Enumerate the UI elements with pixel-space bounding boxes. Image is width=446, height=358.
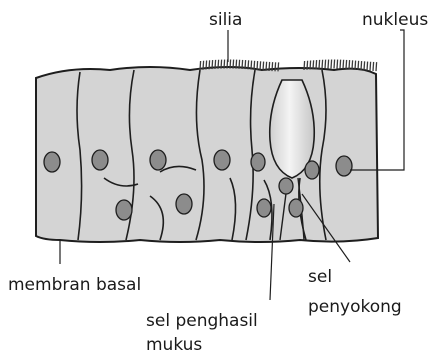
cilium: [215, 60, 216, 69]
cilium: [200, 61, 201, 70]
cilium: [313, 60, 314, 69]
nucleus: [214, 150, 230, 170]
cilium: [218, 60, 219, 69]
cilium: [230, 60, 231, 69]
cilium: [263, 62, 264, 71]
nucleus: [257, 199, 271, 217]
label-membran-basal: membran basal: [8, 275, 141, 295]
cilium: [257, 61, 258, 70]
cilium: [322, 60, 323, 69]
cilium: [239, 60, 240, 69]
epithelium-tissue: [36, 67, 378, 242]
cilium: [278, 62, 279, 71]
cilium: [269, 62, 270, 71]
label-silia: silia: [209, 10, 242, 30]
nucleus: [44, 152, 60, 172]
cilium: [367, 62, 368, 71]
cilium: [209, 60, 210, 69]
nucleus: [150, 150, 166, 170]
cilium: [266, 62, 267, 71]
cilium: [319, 60, 320, 69]
nucleus: [116, 200, 132, 220]
cilium: [337, 60, 338, 69]
nucleus: [289, 199, 303, 217]
cilium: [260, 61, 261, 70]
cilium: [310, 61, 311, 70]
label-sel-penyokong-1: sel: [308, 267, 332, 287]
nucleus: [305, 161, 319, 179]
nucleus: [251, 153, 265, 171]
cilium: [221, 60, 222, 69]
cilium: [352, 60, 353, 69]
cilium: [340, 60, 341, 69]
cilium: [325, 60, 326, 69]
nucleus: [176, 194, 192, 214]
cilium: [373, 62, 374, 71]
label-sel-penghasil-1: sel penghasil: [146, 311, 258, 331]
cilium: [236, 60, 237, 69]
cilium: [361, 61, 362, 70]
cilium: [316, 60, 317, 69]
cilium: [254, 61, 255, 70]
nucleus: [92, 150, 108, 170]
cilium: [212, 60, 213, 69]
cilium: [370, 62, 371, 71]
nucleus: [336, 156, 352, 176]
cilium: [307, 61, 308, 70]
cilium: [245, 60, 246, 69]
cilium: [343, 60, 344, 69]
cilium: [224, 60, 225, 69]
cilium: [349, 60, 350, 69]
cilium: [358, 61, 359, 70]
cilium: [203, 61, 204, 70]
label-nukleus: nukleus: [362, 10, 428, 30]
label-sel-penyokong-2: penyokong: [308, 297, 402, 317]
cilium: [328, 60, 329, 69]
cilium: [272, 62, 273, 71]
cilium: [233, 60, 234, 69]
cilium: [248, 60, 249, 69]
cilium: [242, 60, 243, 69]
cilium: [364, 61, 365, 70]
cilium: [355, 61, 356, 70]
cilium: [275, 62, 276, 71]
cilium: [251, 61, 252, 70]
cilium: [346, 60, 347, 69]
cilium: [206, 61, 207, 70]
cilium: [304, 61, 305, 70]
nucleus: [279, 178, 293, 194]
label-sel-penghasil-2: mukus: [146, 335, 202, 355]
cilium: [376, 62, 377, 71]
cilium: [331, 60, 332, 69]
cilium: [334, 60, 335, 69]
